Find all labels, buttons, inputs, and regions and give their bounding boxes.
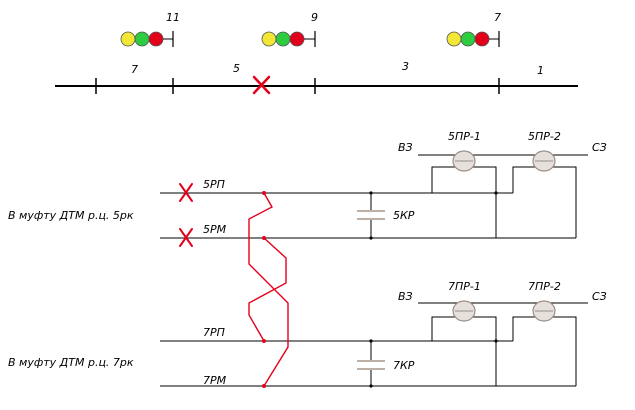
jumper-wires [248, 191, 289, 388]
signal-lamp-yellow [446, 31, 462, 47]
label-5pr1: 5ПР-1 [448, 130, 481, 143]
label-5rm: 5РМ [203, 223, 227, 236]
fault-cross-icon [252, 75, 271, 95]
signal-11: 11 [120, 11, 180, 47]
signal-9: 9 [261, 11, 318, 47]
signal-9-label: 9 [311, 11, 318, 24]
capacitor-icon [357, 360, 385, 370]
label-vz-5: ВЗ [398, 141, 413, 154]
coupling-label-5: В муфту ДТМ р.ц. 5рк [8, 209, 134, 222]
signal-lamp-red [474, 31, 490, 47]
label-7rp: 7РП [203, 326, 225, 339]
track-line: 7 5 3 1 [55, 60, 578, 95]
section-5-label: 5 [233, 62, 240, 75]
fault-cross-icon [179, 228, 193, 247]
signal-lamp-green [275, 31, 291, 47]
label-sz-7: СЗ [592, 290, 607, 303]
label-7pr1: 7ПР-1 [448, 280, 481, 293]
signal-11-label: 11 [166, 11, 180, 24]
signal-lamp-yellow [261, 31, 277, 47]
section-1-label: 1 [537, 64, 544, 77]
section-3-label: 3 [402, 60, 409, 73]
signal-lamp-red [289, 31, 305, 47]
coupling-label-7: В муфту ДТМ р.ц. 7рк [8, 356, 134, 369]
signal-lamp-green [460, 31, 476, 47]
fault-cross-icon [179, 183, 193, 202]
label-sz-5: СЗ [592, 141, 607, 154]
label-5rp: 5РП [203, 178, 225, 191]
signal-lamp-yellow [120, 31, 136, 47]
label-5pr2: 5ПР-2 [528, 130, 561, 143]
capacitor-icon [357, 210, 385, 220]
signal-lamp-red [148, 31, 164, 47]
circuit-5: 5РП 5РМ 5КР ВЗ СЗ 5ПР-1 5ПР-2 В муфту ДТ… [8, 130, 607, 247]
label-5kr: 5КР [393, 209, 415, 222]
label-7pr2: 7ПР-2 [528, 280, 561, 293]
label-7kr: 7КР [393, 359, 415, 372]
circuit-7: 7РП 7РМ 7КР ВЗ СЗ 7ПР-1 7ПР-2 В муфту ДТ… [8, 280, 607, 388]
label-vz-7: ВЗ [398, 290, 413, 303]
section-7-label: 7 [131, 63, 138, 76]
label-7rm: 7РМ [203, 374, 227, 387]
signal-lamp-green [134, 31, 150, 47]
signal-7-label: 7 [494, 11, 501, 24]
signal-7: 7 [446, 11, 501, 47]
